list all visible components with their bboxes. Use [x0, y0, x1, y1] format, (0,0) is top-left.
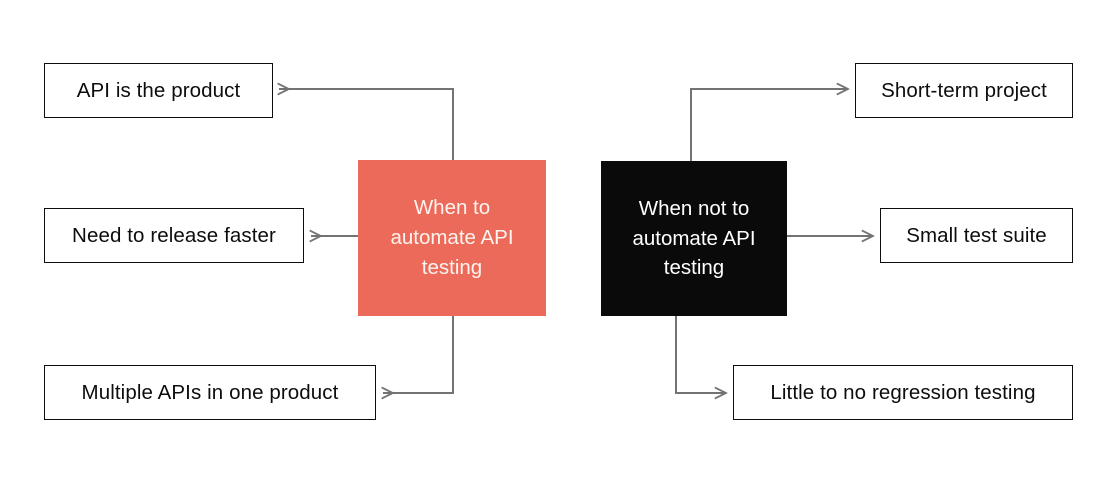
leaf-node-label: Need to release faster: [72, 223, 276, 247]
leaf-node-multiple-apis-in-one-product[interactable]: Multiple APIs in one product: [44, 365, 376, 420]
hub-node-when-not-to-automate-api-testing[interactable]: When not to automate API testing: [601, 161, 787, 316]
leaf-node-need-to-release-faster[interactable]: Need to release faster: [44, 208, 304, 263]
connector-black-to-regression-testing: [675, 316, 726, 393]
hub-node-when-to-automate-api-testing[interactable]: When to automate API testing: [358, 160, 546, 316]
leaf-node-label: Multiple APIs in one product: [81, 380, 339, 404]
connector-orange-to-multiple-apis: [383, 316, 454, 393]
leaf-node-label: Little to no regression testing: [770, 380, 1036, 404]
connector-orange-to-api-is-the-product: [279, 89, 454, 160]
leaf-node-label: API is the product: [76, 78, 241, 102]
leaf-node-label: Small test suite: [906, 223, 1047, 247]
hub-node-label: When not to automate API testing: [632, 196, 756, 280]
connector-black-to-short-term-project: [690, 89, 848, 161]
hub-node-label: When to automate API testing: [390, 196, 514, 279]
leaf-node-short-term-project[interactable]: Short-term project: [855, 63, 1073, 118]
leaf-node-api-is-the-product[interactable]: API is the product: [44, 63, 273, 118]
leaf-node-label: Short-term project: [881, 78, 1047, 102]
leaf-node-little-to-no-regression-testing[interactable]: Little to no regression testing: [733, 365, 1073, 420]
leaf-node-small-test-suite[interactable]: Small test suite: [880, 208, 1073, 263]
